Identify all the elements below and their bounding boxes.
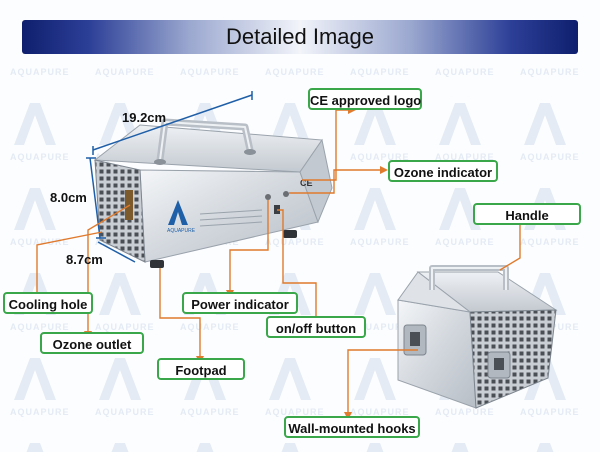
label-footpad: Footpad xyxy=(157,358,245,380)
main-unit: AQUAPURE CE xyxy=(93,118,333,268)
dimension-width: 19.2cm xyxy=(122,110,167,125)
secondary-unit xyxy=(397,265,558,409)
label-power-indicator: Power indicator xyxy=(182,292,298,314)
label-ozone-indicator: Ozone indicator xyxy=(388,160,498,182)
ozone-indicator-light xyxy=(283,191,289,197)
label-ozone-outlet: Ozone outlet xyxy=(40,332,144,354)
aquapure-logo xyxy=(168,200,188,225)
label-onoff-button: on/off button xyxy=(266,316,366,338)
label-wall-hooks: Wall-mounted hooks xyxy=(284,416,420,438)
label-handle: Handle xyxy=(473,203,581,225)
power-indicator-light xyxy=(265,194,271,200)
label-ce-logo: CE approved logo xyxy=(308,88,422,110)
label-cooling-hole: Cooling hole xyxy=(3,292,93,314)
svg-text:CE: CE xyxy=(300,178,313,188)
dimension-lines xyxy=(86,91,253,263)
svg-text:AQUAPURE: AQUAPURE xyxy=(167,228,196,234)
page-title: Detailed Image xyxy=(226,24,374,49)
header-banner: Detailed Image xyxy=(22,20,578,54)
dimension-depth: 8.7cm xyxy=(66,252,103,267)
dimension-height: 8.0cm xyxy=(50,190,87,205)
